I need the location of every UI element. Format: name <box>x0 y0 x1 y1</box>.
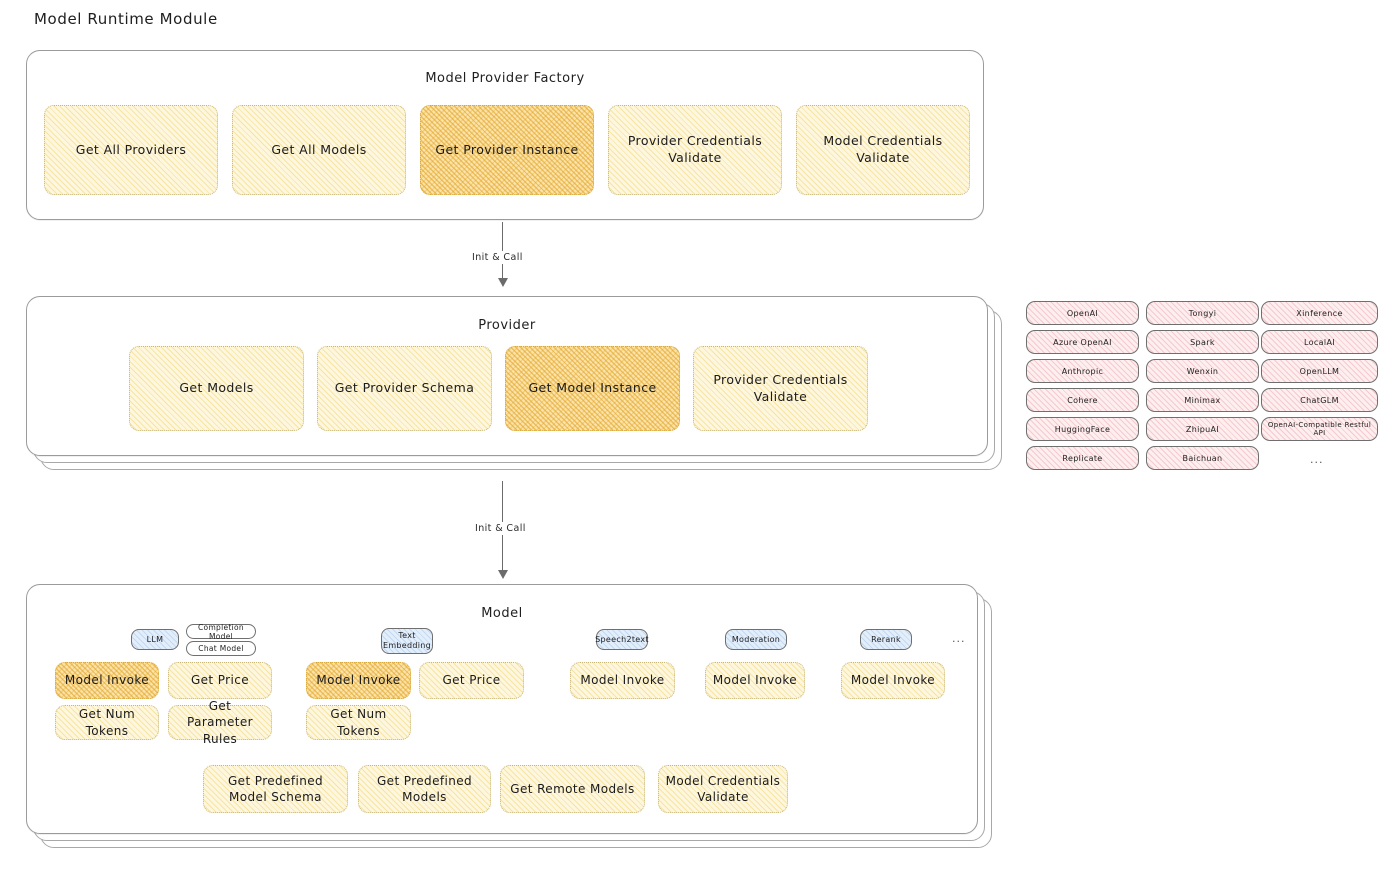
provider-chip[interactable]: Tongyi <box>1146 301 1259 325</box>
provider-chip[interactable]: Cohere <box>1026 388 1139 412</box>
provider-chip[interactable]: ZhipuAI <box>1146 417 1259 441</box>
provider-chip[interactable]: Anthropic <box>1026 359 1139 383</box>
model-op-box[interactable]: Get Price <box>419 662 524 699</box>
factory-box-model-credentials-validate[interactable]: Model Credentials Validate <box>796 105 970 195</box>
provider-list-more: ... <box>1310 453 1324 466</box>
model-op-box[interactable]: Get Num Tokens <box>306 705 411 740</box>
provider-chip[interactable]: Wenxin <box>1146 359 1259 383</box>
model-op-box[interactable]: Model Invoke <box>55 662 159 699</box>
model-title: Model <box>481 606 523 621</box>
model-op-box[interactable]: Model Invoke <box>570 662 675 699</box>
provider-chip[interactable]: Baichuan <box>1146 446 1259 470</box>
model-common-op-box[interactable]: Get Predefined Models <box>358 765 491 813</box>
provider-box-provider-credentials-validate[interactable]: Provider Credentials Validate <box>693 346 868 431</box>
model-op-box[interactable]: Model Invoke <box>841 662 945 699</box>
provider-box-get-provider-schema[interactable]: Get Provider Schema <box>317 346 492 431</box>
model-op-box[interactable]: Model Invoke <box>306 662 411 699</box>
provider-box-get-models[interactable]: Get Models <box>129 346 304 431</box>
model-type-chip-rerank[interactable]: Rerank <box>860 629 912 650</box>
provider-chip[interactable]: Spark <box>1146 330 1259 354</box>
provider-box-get-model-instance[interactable]: Get Model Instance <box>505 346 680 431</box>
provider-chip[interactable]: OpenAI <box>1026 301 1139 325</box>
model-type-chip-speech2text[interactable]: Speech2text <box>595 629 649 650</box>
model-type-chip-moderation[interactable]: Moderation <box>725 629 787 650</box>
factory-box-get-provider-instance[interactable]: Get Provider Instance <box>420 105 594 195</box>
factory-box-provider-credentials-validate[interactable]: Provider Credentials Validate <box>608 105 782 195</box>
model-types-more: ... <box>952 632 966 645</box>
provider-chip[interactable]: Xinference <box>1261 301 1378 325</box>
arrow-factory-to-provider-head <box>498 278 508 287</box>
arrow-provider-to-model-label: Init & Call <box>471 522 530 535</box>
arrow-factory-to-provider-label: Init & Call <box>468 251 527 264</box>
provider-title: Provider <box>478 318 536 333</box>
model-op-box[interactable]: Model Invoke <box>705 662 805 699</box>
page-title: Model Runtime Module <box>34 10 218 28</box>
model-common-op-box[interactable]: Get Remote Models <box>500 765 645 813</box>
model-type-chip-llm[interactable]: LLM <box>131 629 179 650</box>
provider-chip[interactable]: OpenAI-Compatible Restful API <box>1261 417 1378 441</box>
arrow-provider-to-model-head <box>498 570 508 579</box>
factory-box-get-all-providers[interactable]: Get All Providers <box>44 105 218 195</box>
factory-box-get-all-models[interactable]: Get All Models <box>232 105 406 195</box>
provider-chip[interactable]: OpenLLM <box>1261 359 1378 383</box>
model-type-chip-text-embedding[interactable]: Text Embedding <box>381 628 433 654</box>
model-op-box[interactable]: Get Price <box>168 662 272 699</box>
model-provider-factory-title: Model Provider Factory <box>425 71 585 86</box>
model-subtype-chip[interactable]: Chat Model <box>186 641 256 656</box>
model-common-op-box[interactable]: Get Predefined Model Schema <box>203 765 348 813</box>
model-subtype-chip[interactable]: Completion Model <box>186 623 256 641</box>
provider-chip[interactable]: Azure OpenAI <box>1026 330 1139 354</box>
provider-chip[interactable]: Replicate <box>1026 446 1139 470</box>
model-common-op-box[interactable]: Model Credentials Validate <box>658 765 788 813</box>
model-op-box[interactable]: Get Parameter Rules <box>168 699 272 746</box>
provider-chip[interactable]: HuggingFace <box>1026 417 1139 441</box>
provider-chip[interactable]: ChatGLM <box>1261 388 1378 412</box>
provider-chip[interactable]: LocalAI <box>1261 330 1378 354</box>
model-op-box[interactable]: Get Num Tokens <box>55 705 159 740</box>
provider-chip[interactable]: Minimax <box>1146 388 1259 412</box>
